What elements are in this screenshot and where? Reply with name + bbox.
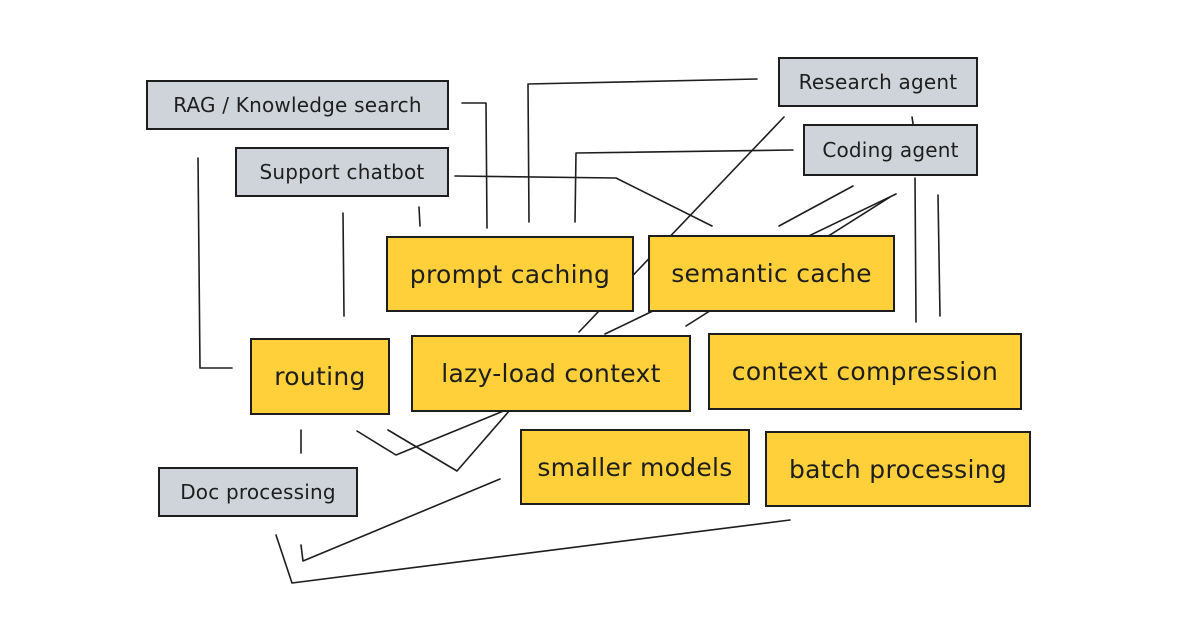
node-smaller-models[interactable]: smaller models — [520, 429, 750, 505]
node-rag-knowledge-search[interactable]: RAG / Knowledge search — [146, 80, 449, 130]
node-prompt-caching[interactable]: prompt caching — [386, 236, 634, 312]
node-routing-label: routing — [274, 362, 366, 391]
node-rag-label: RAG / Knowledge search — [173, 93, 422, 117]
node-semantic-cache-label: semantic cache — [671, 259, 872, 288]
connector-coding-context-compression — [914, 177, 917, 323]
node-semantic-cache[interactable]: semantic cache — [648, 235, 895, 312]
node-smaller-models-label: smaller models — [537, 452, 733, 482]
connector-routing-smaller-models-2 — [387, 409, 511, 472]
node-lazy-load-context[interactable]: lazy-load context — [411, 335, 691, 412]
node-lazy-load-label: lazy-load context — [441, 359, 661, 388]
connector-rag-prompt-caching — [461, 102, 488, 229]
connector-support-prompt-caching — [418, 206, 421, 227]
connector-doc-batch-processing — [275, 519, 791, 584]
node-support-chatbot[interactable]: Support chatbot — [235, 147, 449, 197]
connector-support-semantic-cache — [454, 175, 713, 227]
connector-coding-context-compression-2 — [937, 194, 941, 317]
connector-support-routing — [342, 212, 345, 317]
node-research-agent[interactable]: Research agent — [778, 57, 978, 107]
node-support-label: Support chatbot — [259, 160, 425, 184]
node-batch-processing-label: batch processing — [788, 454, 1008, 484]
node-routing[interactable]: routing — [250, 338, 390, 415]
connector-routing-smaller-models — [356, 409, 507, 456]
node-prompt-caching-label: prompt caching — [409, 259, 611, 289]
node-doc-label: Doc processing — [180, 480, 336, 504]
node-doc-processing[interactable]: Doc processing — [158, 467, 358, 517]
connector-doc-smaller-models — [300, 478, 501, 562]
node-coding-label: Coding agent — [822, 138, 959, 162]
connector-coding-semantic-cache — [778, 185, 854, 227]
node-coding-agent[interactable]: Coding agent — [803, 124, 978, 176]
connector-coding-prompt-caching — [574, 149, 794, 223]
connector-research-prompt-caching — [527, 78, 758, 223]
node-context-compression[interactable]: context compression — [708, 333, 1022, 410]
node-context-compression-label: context compression — [731, 357, 999, 386]
node-batch-processing[interactable]: batch processing — [765, 431, 1031, 507]
node-research-label: Research agent — [798, 70, 958, 94]
connector-rag-routing — [197, 157, 233, 369]
